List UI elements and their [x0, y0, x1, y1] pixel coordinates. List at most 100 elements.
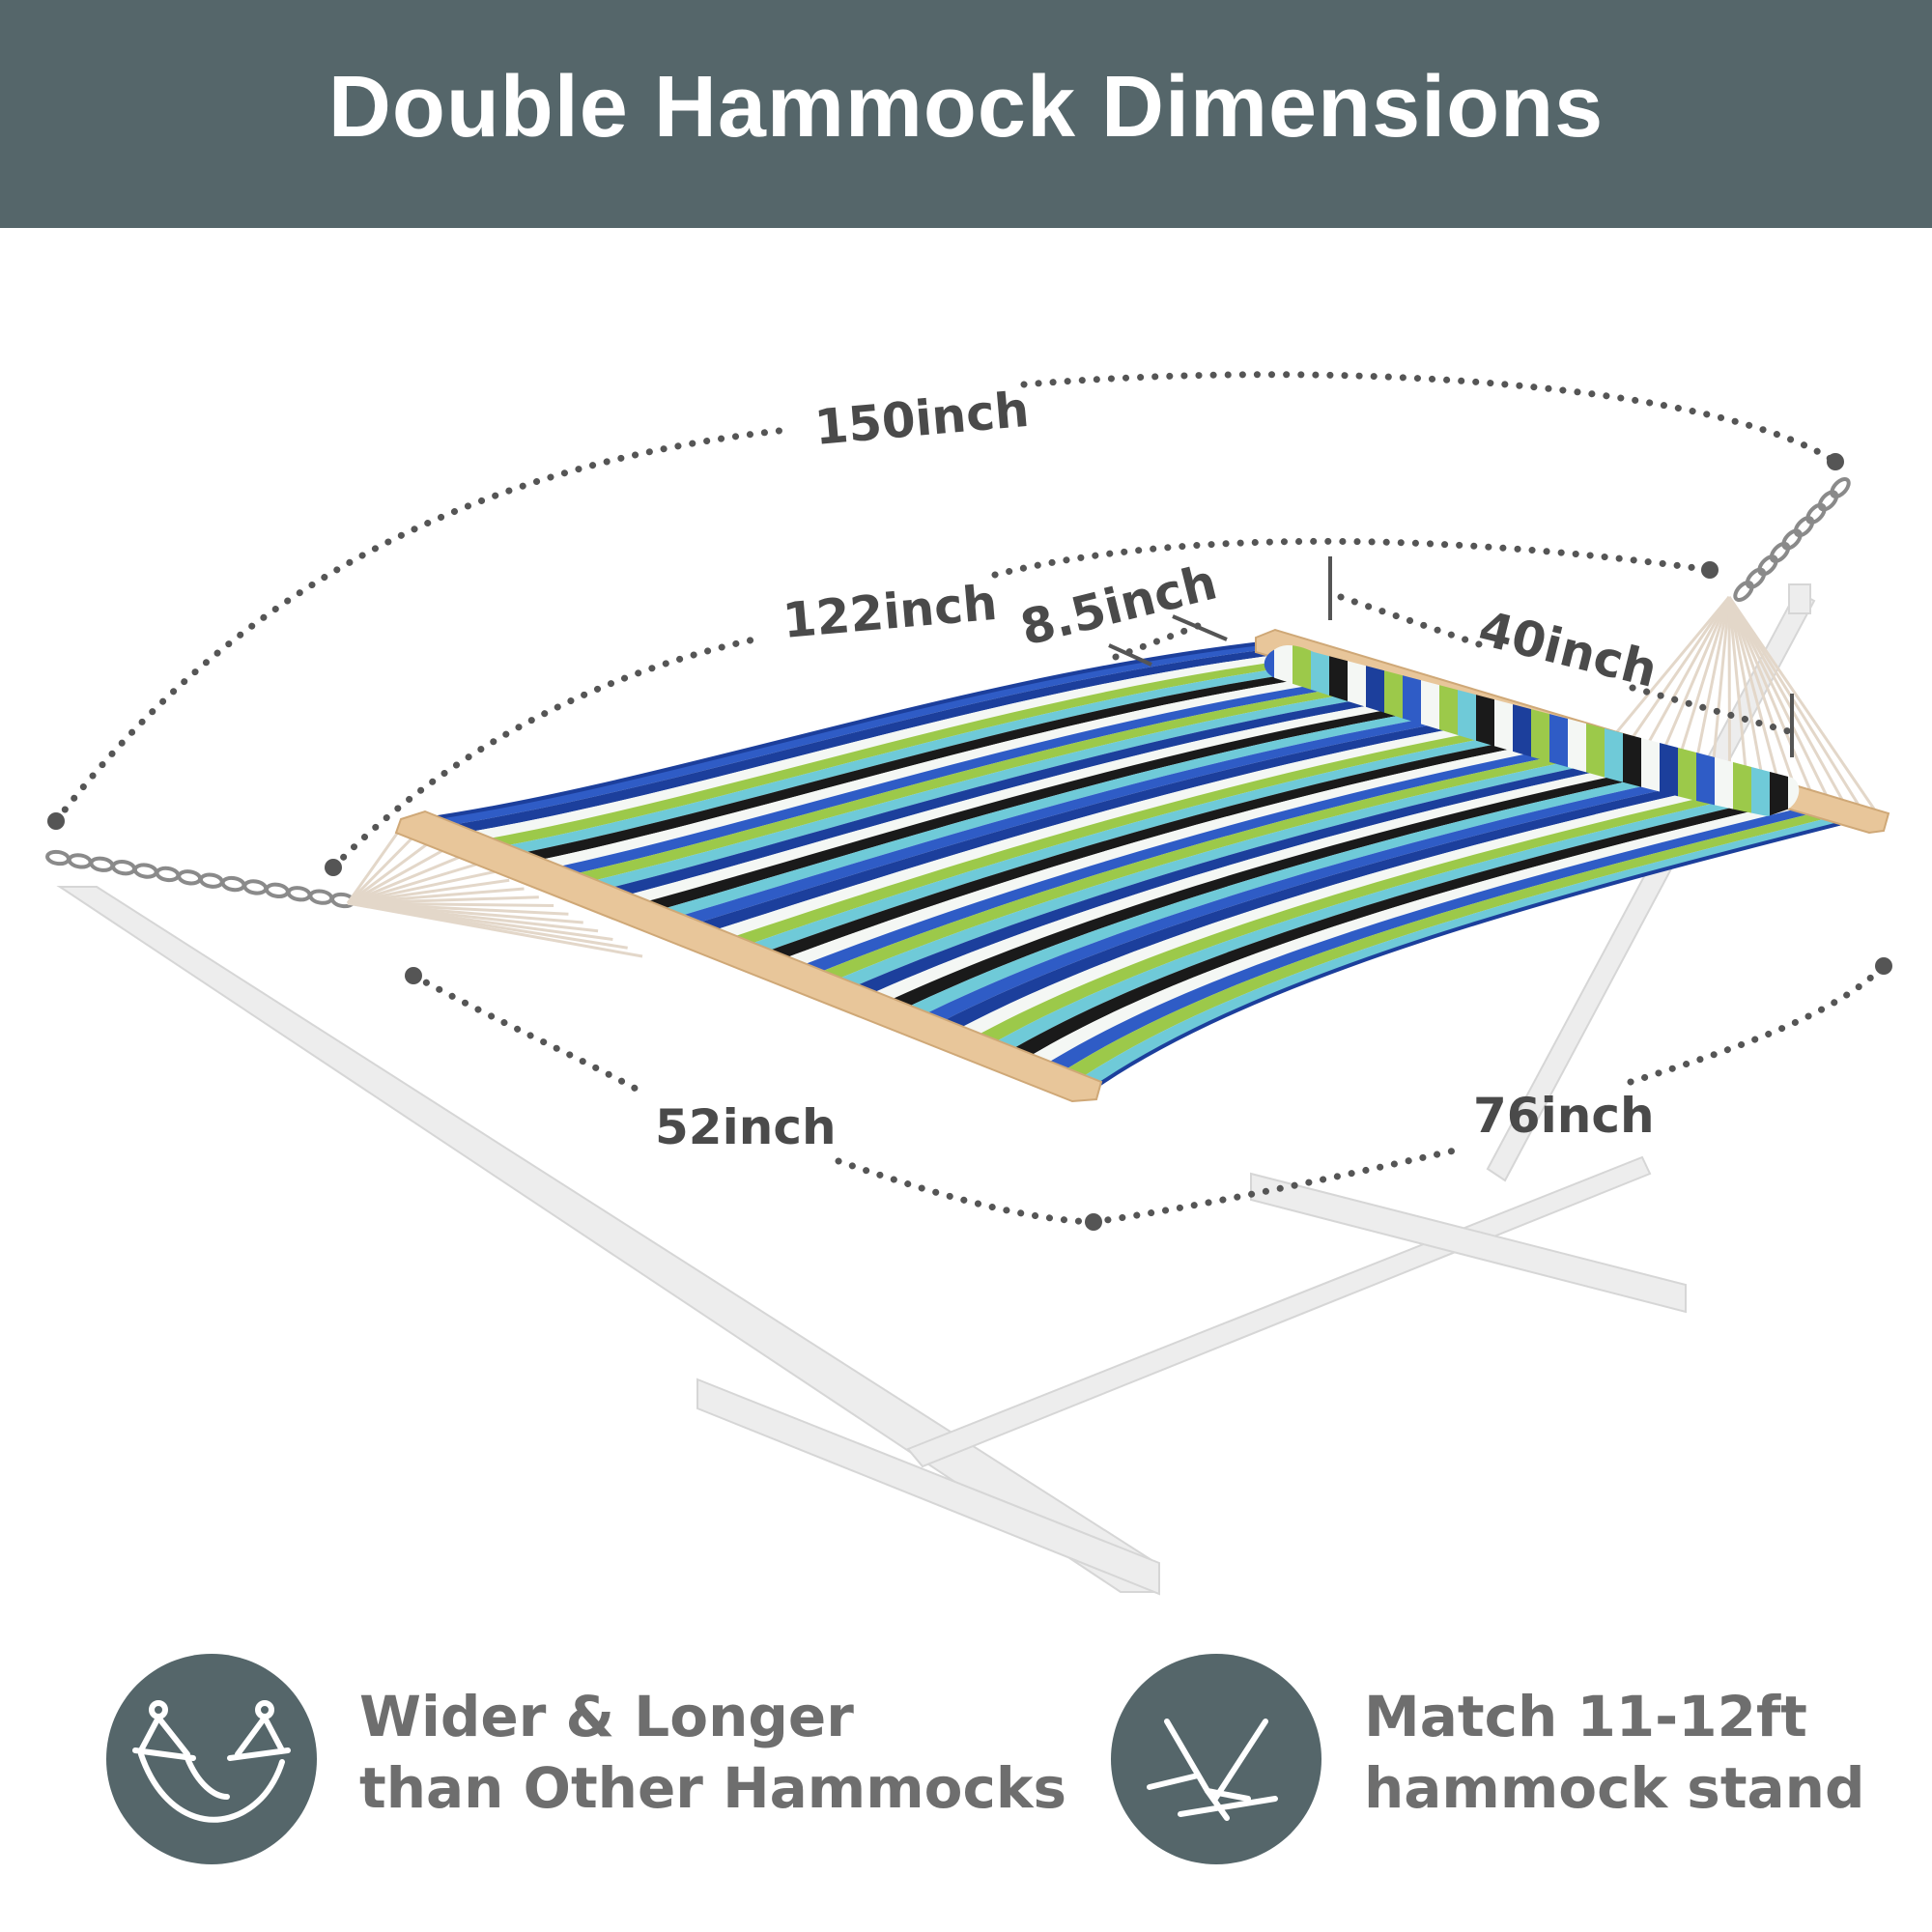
dim-label-40: 40inch — [1473, 600, 1662, 698]
dim-endpoint — [1827, 453, 1844, 470]
chain-link — [198, 872, 224, 889]
dim-line-122-right — [991, 537, 1714, 579]
chain-link — [1733, 580, 1754, 603]
chain-link — [89, 856, 115, 872]
suspension-cord — [347, 844, 451, 905]
bed-stripe — [548, 675, 1393, 876]
bed-stripe — [688, 713, 1515, 933]
stand-icon — [1147, 1719, 1278, 1821]
dim-endpoint — [1701, 561, 1719, 579]
suspension-cord — [347, 870, 496, 905]
chain-link — [132, 863, 158, 879]
dim-tick — [1108, 643, 1152, 667]
suspension-cords — [346, 596, 1886, 958]
dim-line-76-right — [1627, 962, 1888, 1086]
feature-circle — [1111, 1654, 1321, 1864]
dim-line-150-left — [52, 426, 791, 825]
suspension-cord — [1676, 596, 1731, 762]
dim-line-85 — [1112, 622, 1202, 661]
suspension-cord — [347, 901, 643, 958]
dim-label-122: 122inch — [781, 575, 1000, 649]
feature-wider-longer: Wider & Longer than Other Hammocks — [106, 1654, 1066, 1868]
dim-endpoint — [405, 967, 422, 984]
suspension-cord — [347, 853, 466, 905]
chain-link — [1745, 567, 1767, 589]
suspension-cord — [1711, 596, 1731, 772]
dim-line-52-right — [835, 1157, 1097, 1226]
bed-stripe — [617, 694, 1454, 905]
dim-label-76: 76inch — [1473, 1088, 1655, 1144]
bed-stripe — [705, 717, 1530, 941]
bed-stripe — [723, 722, 1546, 948]
pillow-stripe — [1788, 767, 1800, 816]
suspension-cord — [347, 878, 510, 905]
suspension-cord — [1625, 596, 1731, 747]
dim-line-40 — [1337, 593, 1796, 736]
feature-line-2: than Other Hammocks — [359, 1755, 1066, 1821]
pillow-stripe — [1715, 744, 1733, 816]
bed-stripe — [582, 684, 1423, 891]
suspension-cord — [1693, 596, 1731, 767]
suspension-cord — [1727, 596, 1851, 814]
chain-link — [67, 853, 93, 869]
bed-stripe — [565, 679, 1408, 884]
bed-stripe — [529, 670, 1378, 869]
feature-line-2: hammock stand — [1364, 1755, 1865, 1821]
suspension-cord — [1727, 596, 1817, 804]
bed-stripe — [460, 651, 1317, 841]
suspension-cord — [1727, 596, 1748, 782]
left-spreader-bar — [394, 810, 1103, 1103]
pillow-stripe — [1751, 755, 1770, 816]
suspension-cord — [347, 837, 437, 905]
chain-link — [155, 866, 181, 883]
page-title: Double Hammock Dimensions — [327, 59, 1605, 156]
bed-stripe — [425, 642, 1286, 827]
dim-label-150: 150inch — [812, 382, 1032, 456]
pillow-stripe — [1696, 738, 1715, 816]
dim-endpoint — [1085, 1213, 1102, 1231]
bed-stripe — [512, 666, 1362, 863]
feature-line-1: Match 11-12ft — [1364, 1684, 1807, 1749]
hammock-icon — [132, 1700, 291, 1823]
suspension-cord — [1727, 596, 1868, 819]
bed-stripe — [635, 698, 1469, 912]
hammock-diagram: 150inch 122inch 8.5inch 40inch 52inch 76… — [45, 371, 1892, 1596]
bed-stripe — [653, 703, 1485, 920]
suspension-cord — [1727, 596, 1732, 777]
chain-link — [1781, 528, 1803, 551]
chain-link — [1793, 516, 1815, 538]
feature-stand-match: Match 11-12ft hammock stand — [1111, 1654, 1884, 1868]
chain-link — [286, 886, 312, 902]
dim-endpoint — [325, 859, 342, 876]
chain-link — [308, 889, 334, 905]
suspension-cord — [1608, 596, 1731, 742]
pillow-stripe — [1733, 750, 1751, 816]
chain-link — [1757, 554, 1778, 577]
suspension-cord — [1727, 596, 1800, 798]
chain-link — [1830, 476, 1851, 499]
bed-stripe — [495, 661, 1347, 855]
dim-tick — [1172, 614, 1228, 641]
feature-line-1: Wider & Longer — [359, 1684, 854, 1749]
chain-link — [45, 849, 71, 867]
dim-line-52-left — [410, 972, 641, 1094]
chain-link — [111, 860, 136, 876]
suspension-cord — [1727, 596, 1886, 824]
suspension-cord — [1727, 596, 1766, 787]
feature-circle — [106, 1654, 317, 1864]
dim-label-52: 52inch — [655, 1099, 837, 1155]
dim-line-150-right — [1020, 371, 1839, 466]
chain-link — [1805, 502, 1827, 525]
left-chain — [45, 849, 355, 909]
bed-stripe — [442, 646, 1301, 834]
suspension-cord — [1727, 596, 1783, 793]
suspension-cord — [1727, 596, 1834, 809]
bed-stripe — [477, 656, 1332, 848]
dim-line-76-left — [1090, 1146, 1463, 1226]
suspension-cord — [347, 862, 480, 905]
suspension-cord — [346, 820, 408, 904]
suspension-cord — [346, 828, 422, 905]
chain-link — [177, 869, 203, 886]
bed-stripe — [600, 689, 1438, 898]
hammock-bed — [417, 639, 1858, 1093]
